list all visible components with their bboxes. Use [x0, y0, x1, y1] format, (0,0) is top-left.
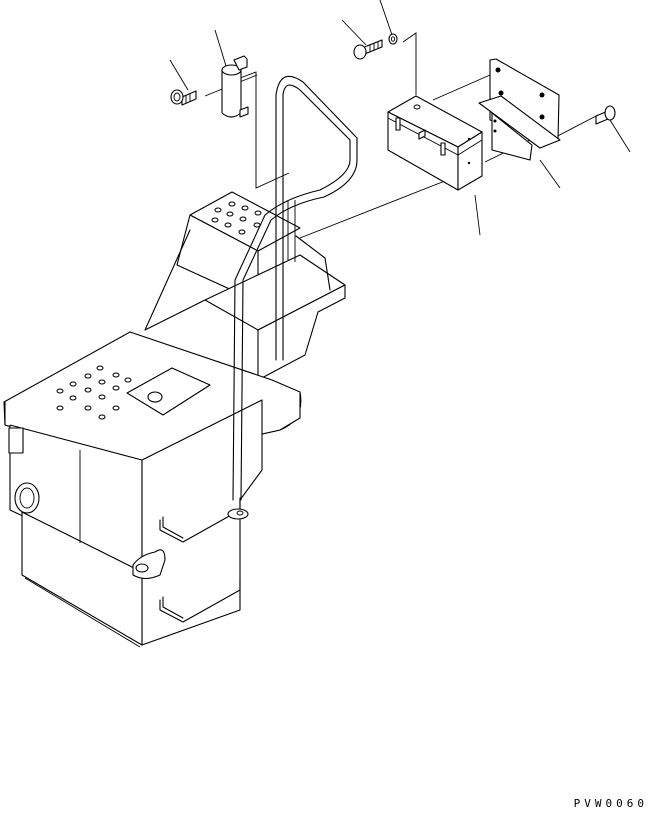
- tank: [4, 332, 301, 647]
- bolt-top: [354, 40, 382, 59]
- toolbox: [388, 96, 482, 190]
- bracket: [479, 59, 560, 160]
- handrail: [233, 76, 357, 500]
- assembly-lines: [205, 33, 596, 238]
- step-platform: [145, 192, 345, 380]
- leader-lines: [170, 0, 630, 235]
- washer: [389, 34, 397, 44]
- pipe-holder: [222, 56, 248, 117]
- drawing-code: PVW0060: [573, 797, 648, 810]
- bolt-right: [596, 106, 615, 124]
- bolt-left: [171, 90, 196, 105]
